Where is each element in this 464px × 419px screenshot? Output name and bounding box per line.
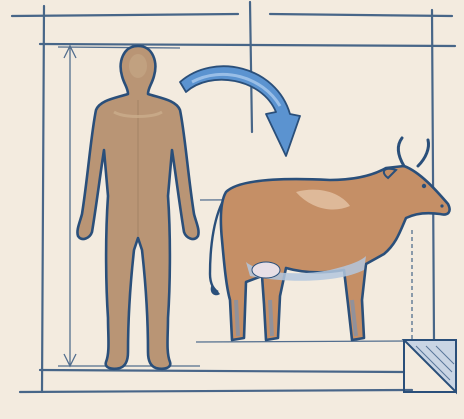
illustration-canvas bbox=[0, 0, 464, 419]
blueprint-illustration bbox=[0, 0, 464, 419]
